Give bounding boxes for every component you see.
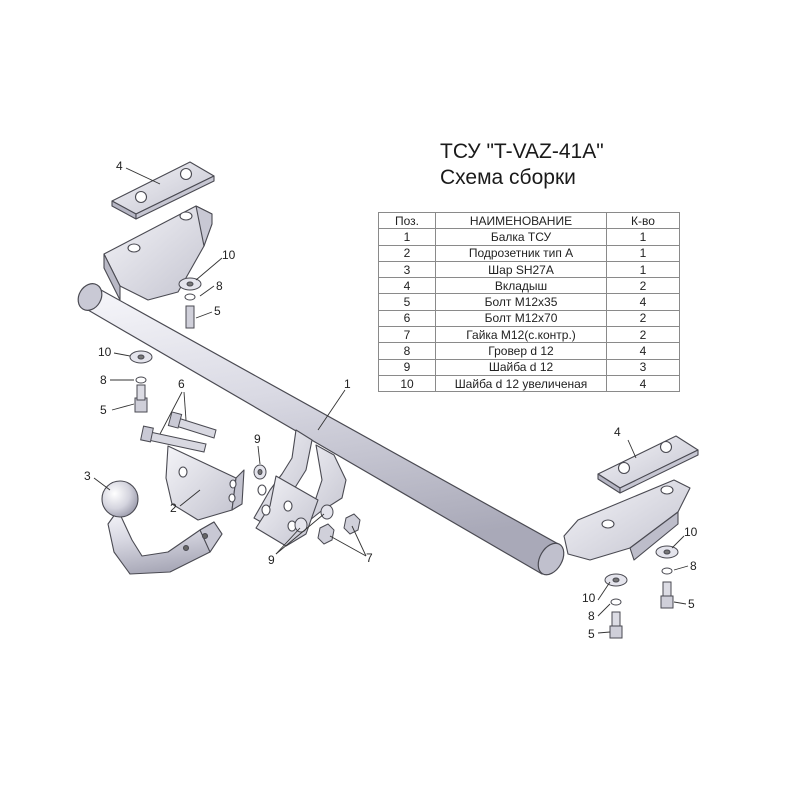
callout-4-right: 4 [614,425,621,439]
callout-3: 3 [84,469,91,483]
tow-ball-3 [101,480,223,575]
row-name: Шайба d 12 увеличеная [435,374,607,393]
row-position: 6 [378,309,436,328]
callout-4-top: 4 [116,159,123,173]
row-quantity: 2 [606,277,680,295]
row-name: Гровер d 12 [435,342,607,360]
callout-5-bottom: 5 [588,627,595,641]
fasteners [129,277,679,639]
row-quantity: 1 [606,260,680,279]
bolt-5-b-shank [136,384,146,401]
row-quantity: 1 [606,244,680,262]
callout-10-right: 10 [684,525,698,539]
row-name: Балка ТСУ [435,228,607,246]
callout-8-bottom: 8 [588,609,595,623]
row-position: 9 [378,358,436,376]
row-name: Гайка М12(с.контр.) [435,326,607,344]
row-position: 5 [378,293,436,311]
callout-1: 1 [344,377,351,391]
callout-8-right: 8 [690,559,697,573]
row-quantity: 2 [606,309,680,328]
beam-tube [77,283,565,576]
insert-plate-4-right [597,435,699,494]
callout-10-bottom: 10 [582,591,596,605]
callout-9-bottom: 9 [268,553,275,567]
callout-7: 7 [366,551,373,565]
bolt-5-a [185,305,195,329]
bolts-6 [140,411,217,453]
callout-5-topleft: 5 [214,304,221,318]
row-position: 2 [378,244,436,262]
header-quantity: К-во [606,211,680,230]
nut-7-b [343,513,361,535]
row-name: Вкладыш [435,277,607,295]
row-position: 4 [378,277,436,295]
header-name: НАИМЕНОВАНИЕ [435,211,607,230]
row-name: Подрозетник тип А [435,244,607,262]
callout-9-center: 9 [254,432,261,446]
left-bracket [103,205,213,301]
row-position: 3 [378,260,436,279]
bolt-5-d-head [609,625,623,639]
insert-plate-4-left [111,161,215,220]
leader-lines [93,167,689,634]
socket-plate-2 [165,445,245,521]
parts-table-header: Поз. НАИМЕНОВАНИЕ К-во [378,211,680,230]
row-quantity: 3 [606,358,680,376]
callout-8-topleft: 8 [216,279,223,293]
row-quantity: 1 [606,228,680,246]
row-name: Болт М12х70 [435,309,607,328]
callout-numbers: 4 10 8 5 10 8 5 6 9 1 3 2 9 7 4 10 8 10 … [84,159,698,641]
callout-10-left: 10 [98,345,112,359]
grover-8-d [610,598,622,606]
row-quantity: 4 [606,374,680,393]
row-position: 8 [378,342,436,360]
bolt-5-c-head [660,595,674,609]
right-bracket [563,479,691,561]
callout-6: 6 [178,377,185,391]
washer-9-b [294,517,308,533]
callout-2: 2 [170,501,177,515]
row-quantity: 4 [606,342,680,360]
drawing-title: ТСУ "T-VAZ-41A" [440,140,604,163]
callout-5-left: 5 [100,403,107,417]
row-position: 10 [378,374,436,393]
row-name: Шар SH27A [435,260,607,279]
row-quantity: 2 [606,326,680,344]
row-name: Шайба d 12 [435,358,607,376]
row-name: Болт М12х35 [435,293,607,311]
nut-7-a [317,523,335,545]
callout-5-right: 5 [688,597,695,611]
header-position: Поз. [378,211,436,230]
grover-8-c [661,567,673,575]
row-quantity: 4 [606,293,680,311]
row-position: 7 [378,326,436,344]
grover-8-b [135,376,147,384]
grover-8-a [184,293,196,301]
washer-9-c [320,504,334,520]
row-position: 1 [378,228,436,246]
drawing-subtitle: Схема сборки [440,166,576,189]
callout-8-left: 8 [100,373,107,387]
callout-10-topleft: 10 [222,248,236,262]
